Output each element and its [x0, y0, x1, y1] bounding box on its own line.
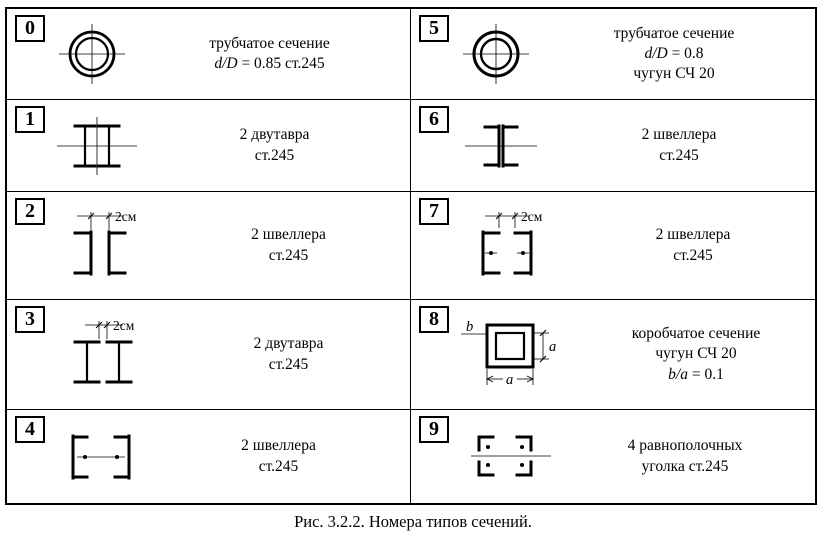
double-channel-back-to-back-icon: [465, 124, 537, 167]
section-desc-line: уголка ст.245: [641, 457, 729, 475]
double-ibeam-spaced-icon: 2см: [73, 318, 135, 383]
section-formula: d/D = 0.85 ст.245: [133, 54, 406, 74]
double-channel-facing-icon: [71, 434, 131, 479]
section-description: 2 двутавра ст.245: [139, 125, 410, 165]
double-channel-inward-icon: 2см: [481, 209, 543, 275]
section-number: 2: [25, 200, 35, 222]
section-formula: b/a = 0.1: [581, 365, 811, 385]
section-number-box: 6: [419, 106, 449, 133]
box-height-label: a: [549, 339, 556, 355]
section-number-box: 8: [419, 306, 449, 333]
section-number-box: 3: [15, 306, 45, 333]
box-section-icon: b a a: [461, 319, 556, 388]
dimension-label: 2см: [521, 209, 543, 224]
section-description: 4 равнополочных уголка ст.245: [555, 436, 815, 476]
section-description: 2 швеллера ст.245: [543, 125, 815, 165]
four-angles-icon: [471, 435, 551, 476]
section-desc-line: ст.245: [673, 246, 713, 264]
double-ibeam-icon: [57, 116, 137, 175]
dimension-label: 2см: [115, 209, 137, 224]
section-description: трубчатое сечение d/D = 0.8 чугун СЧ 20: [533, 24, 815, 84]
section-desc-line: ст.245: [258, 457, 299, 475]
section-cell-3: 3 2см 2 двутавра ст.245: [7, 300, 411, 410]
section-number: 7: [429, 200, 439, 222]
section-number-box: 7: [419, 198, 449, 225]
dimension-label: 2см: [113, 318, 135, 333]
box-width-label: b: [466, 319, 473, 335]
section-number-box: 9: [419, 416, 449, 443]
section-desc-line: ст.245: [659, 146, 699, 164]
section-description: коробчатое сечение чугун СЧ 20 b/a = 0.1: [577, 324, 815, 384]
section-number-box: 4: [15, 416, 45, 443]
section-number-box: 0: [15, 15, 45, 42]
tube-section-icon: [463, 24, 529, 84]
section-description: 2 двутавра ст.245: [167, 334, 410, 374]
section-cell-5: 5 трубчатое сечение d/D = 0.8 чугун СЧ 2…: [411, 9, 815, 100]
section-cell-4: 4 2 швеллера ст.245: [7, 410, 411, 503]
section-desc-line: чугун СЧ 20: [633, 65, 715, 83]
formula-value: = 0.85 ст.245: [237, 55, 325, 72]
formula-var: b/a: [668, 365, 688, 383]
section-desc-line: трубчатое сечение: [613, 24, 735, 42]
section-number-box: 2: [15, 198, 45, 225]
formula-var: d/D: [644, 44, 668, 62]
figure-caption: Рис. 3.2.2. Номера типов сечений.: [294, 512, 532, 531]
section-description: 2 швеллера ст.245: [167, 225, 410, 265]
section-cell-8: 8 b a a коробчатое се: [411, 300, 815, 410]
section-cell-6: 6 2 швеллера ст.245: [411, 100, 815, 192]
section-number: 3: [25, 308, 35, 330]
section-desc-line: чугун СЧ 20: [655, 345, 737, 363]
section-description: 2 швеллера ст.245: [147, 436, 410, 476]
section-desc-line: 2 швеллера: [641, 126, 717, 144]
section-number-box: 5: [419, 15, 449, 42]
section-number: 5: [429, 17, 439, 39]
section-formula: d/D = 0.8: [537, 44, 811, 64]
formula-value: = 0.8: [667, 44, 704, 62]
section-cell-1: 1 2 двутавра ст.245: [7, 100, 411, 192]
section-desc-line: 2 швеллера: [241, 437, 316, 455]
section-number: 8: [429, 308, 439, 330]
section-types-table: 0 трубчатое сечение d/D = 0.85 ст.245 5: [5, 7, 817, 505]
section-number: 4: [25, 418, 35, 440]
section-cell-9: 9 4 равнополочных уголка ст.245: [411, 410, 815, 503]
section-number: 1: [25, 108, 35, 130]
section-desc-line: 4 равнополочных: [627, 437, 743, 455]
section-number-box: 1: [15, 106, 45, 133]
double-channel-outward-icon: 2см: [73, 209, 137, 275]
section-cell-7: 7 2см 2 швеллера ст.: [411, 192, 815, 300]
section-number: 6: [429, 108, 439, 130]
section-desc-line: 2 двутавра: [239, 126, 310, 144]
section-description: трубчатое сечение d/D = 0.85 ст.245: [129, 34, 410, 74]
section-desc-line: ст.245: [254, 146, 295, 164]
section-desc-line: 2 двутавра: [253, 335, 324, 353]
section-desc-line: ст.245: [268, 355, 309, 373]
section-desc-line: 2 швеллера: [655, 226, 731, 244]
box-bottom-label: a: [506, 372, 513, 388]
section-desc-line: коробчатое сечение: [631, 325, 761, 343]
section-cell-0: 0 трубчатое сечение d/D = 0.85 ст.245: [7, 9, 411, 100]
section-desc-line: ст.245: [268, 246, 309, 264]
section-desc-line: 2 швеллера: [251, 226, 326, 244]
tube-section-icon: [59, 24, 125, 84]
section-description: 2 швеллера ст.245: [571, 225, 815, 265]
section-cell-2: 2 2см 2 швеллера ст.245: [7, 192, 411, 300]
section-desc-line: трубчатое сечение: [209, 34, 330, 52]
formula-var: d/D: [214, 55, 238, 72]
section-number: 9: [429, 418, 439, 440]
formula-value: = 0.1: [687, 365, 724, 383]
section-number: 0: [25, 17, 35, 39]
